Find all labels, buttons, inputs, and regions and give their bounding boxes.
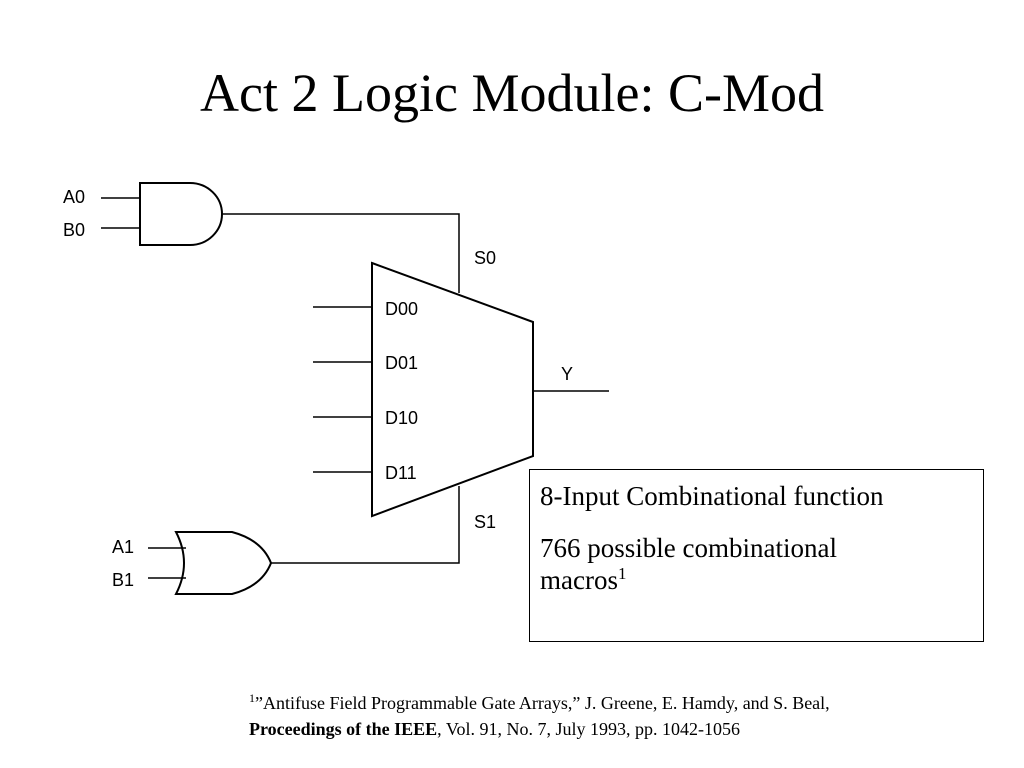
info-footnote-marker: 1 (617, 564, 627, 583)
label-d01: D01 (385, 353, 418, 373)
info-box: 8-Input Combinational function 766 possi… (529, 469, 984, 642)
info-line-macros-2: macros (540, 565, 618, 595)
label-a0: A0 (63, 187, 85, 207)
label-s0: S0 (474, 248, 496, 268)
label-s1: S1 (474, 512, 496, 532)
info-line-macros-1: 766 possible combinational (540, 533, 837, 563)
info-line-macros: 766 possible combinational macros1 (540, 532, 983, 596)
info-line-function: 8-Input Combinational function (540, 481, 884, 511)
footnote: 1”Antifuse Field Programmable Gate Array… (249, 690, 1009, 742)
footnote-citation-details: , Vol. 91, No. 7, July 1993, pp. 1042-10… (437, 719, 741, 739)
label-d00: D00 (385, 299, 418, 319)
mux-block (371, 261, 534, 518)
label-a1: A1 (112, 537, 134, 557)
footnote-journal: Proceedings of the IEEE (249, 719, 438, 739)
slide-title: Act 2 Logic Module: C-Mod (200, 63, 824, 123)
label-b0: B0 (63, 220, 85, 240)
or-gate (174, 531, 273, 595)
label-d11: D11 (385, 463, 417, 483)
footnote-marker: 1 (249, 691, 255, 705)
and-gate (139, 182, 223, 246)
footnote-citation: ”Antifuse Field Programmable Gate Arrays… (255, 693, 830, 713)
s1-select-wire (271, 486, 460, 564)
s0-select-wire (222, 213, 460, 293)
label-y: Y (561, 364, 573, 384)
label-d10: D10 (385, 408, 418, 428)
info-spacer (540, 512, 983, 532)
label-b1: B1 (112, 570, 134, 590)
